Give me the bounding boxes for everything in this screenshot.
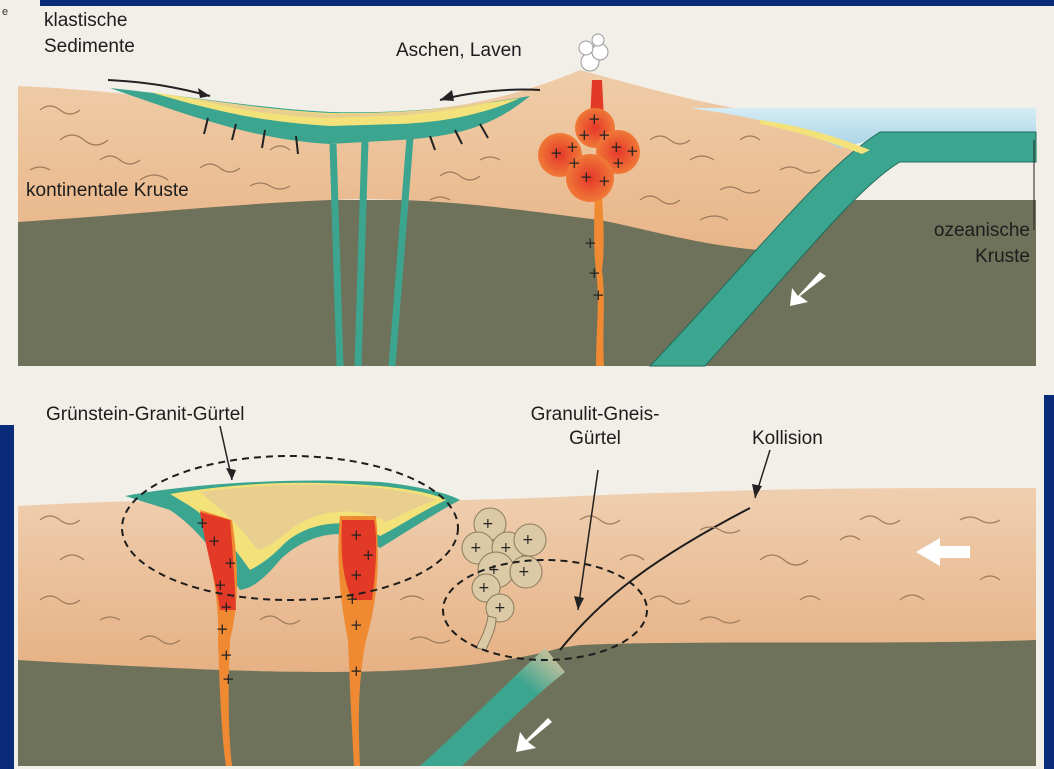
svg-text:+: + xyxy=(220,598,233,616)
svg-text:+: + xyxy=(580,168,593,186)
svg-text:+: + xyxy=(208,532,221,550)
svg-text:+: + xyxy=(522,532,534,548)
svg-text:+: + xyxy=(588,264,601,282)
label-klastische: klastische xyxy=(44,10,127,32)
label-granulit-gneis: Granulit-Gneis- xyxy=(520,404,670,426)
svg-text:+: + xyxy=(592,286,605,304)
svg-text:+: + xyxy=(222,670,235,688)
svg-text:+: + xyxy=(494,600,506,616)
svg-text:+: + xyxy=(196,514,209,532)
svg-text:+: + xyxy=(224,554,237,572)
svg-text:+: + xyxy=(350,616,363,634)
svg-text:+: + xyxy=(518,564,530,580)
label-kontinentale-kruste: kontinentale Kruste xyxy=(26,180,189,202)
svg-text:+: + xyxy=(612,154,625,172)
svg-text:+: + xyxy=(350,566,363,584)
svg-text:+: + xyxy=(598,126,611,144)
svg-text:+: + xyxy=(598,172,611,190)
svg-text:+: + xyxy=(350,662,363,680)
label-guertel: Gürtel xyxy=(520,428,670,450)
frame-left-strip xyxy=(0,425,14,769)
svg-text:+: + xyxy=(214,576,227,594)
svg-text:+: + xyxy=(220,646,233,664)
svg-text:+: + xyxy=(362,546,375,564)
label-kruste: Kruste xyxy=(880,246,1030,268)
svg-text:+: + xyxy=(488,562,500,578)
edge-note: e xyxy=(2,6,8,18)
label-kollision: Kollision xyxy=(752,428,823,450)
svg-text:+: + xyxy=(470,540,482,556)
svg-text:+: + xyxy=(500,540,512,556)
svg-text:+: + xyxy=(578,126,591,144)
frame-right-strip xyxy=(1044,395,1054,769)
svg-text:+: + xyxy=(550,144,563,162)
svg-text:+: + xyxy=(626,142,639,160)
label-sedimente: Sedimente xyxy=(44,36,135,58)
svg-text:+: + xyxy=(346,590,359,608)
frame-top-strip xyxy=(40,0,1054,6)
svg-text:+: + xyxy=(350,526,363,544)
svg-text:+: + xyxy=(568,154,581,172)
label-gruenstein: Grünstein-Granit-Gürtel xyxy=(46,404,245,426)
label-aschen-laven: Aschen, Laven xyxy=(396,40,522,62)
label-ozeanische: ozeanische xyxy=(880,220,1030,242)
svg-text:+: + xyxy=(482,516,494,532)
svg-text:+: + xyxy=(584,234,597,252)
svg-text:+: + xyxy=(478,580,490,596)
svg-text:+: + xyxy=(216,620,229,638)
